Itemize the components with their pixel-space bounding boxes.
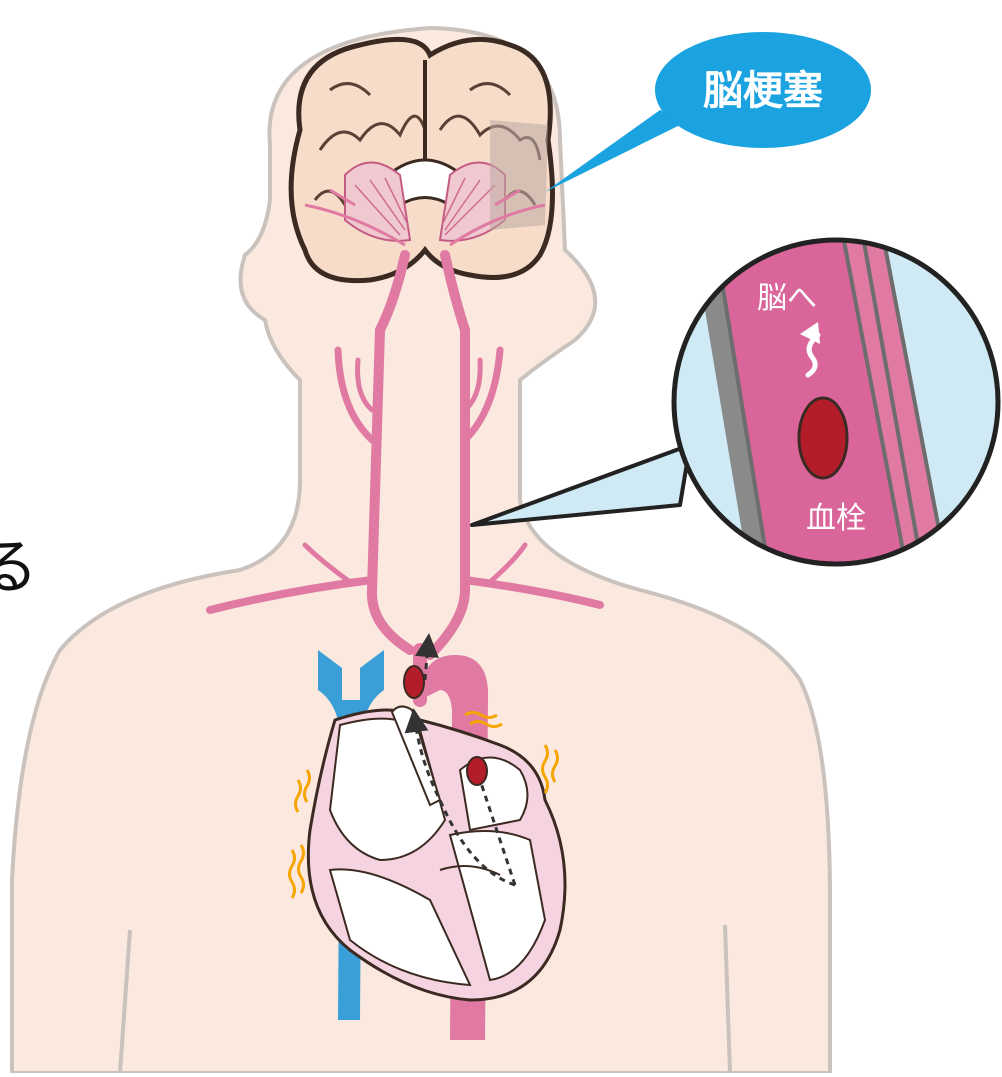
embolus-in-heart xyxy=(467,757,487,785)
to-brain-label: 脳へ xyxy=(757,281,817,316)
infarction-label: 脳梗塞 xyxy=(703,68,823,114)
embolus-zoomed xyxy=(799,398,847,478)
brain-section-icon xyxy=(291,39,552,280)
embolus-label: 血栓 xyxy=(806,501,866,536)
cut-off-text: る xyxy=(0,538,38,598)
embolus-in-aorta xyxy=(404,666,424,698)
